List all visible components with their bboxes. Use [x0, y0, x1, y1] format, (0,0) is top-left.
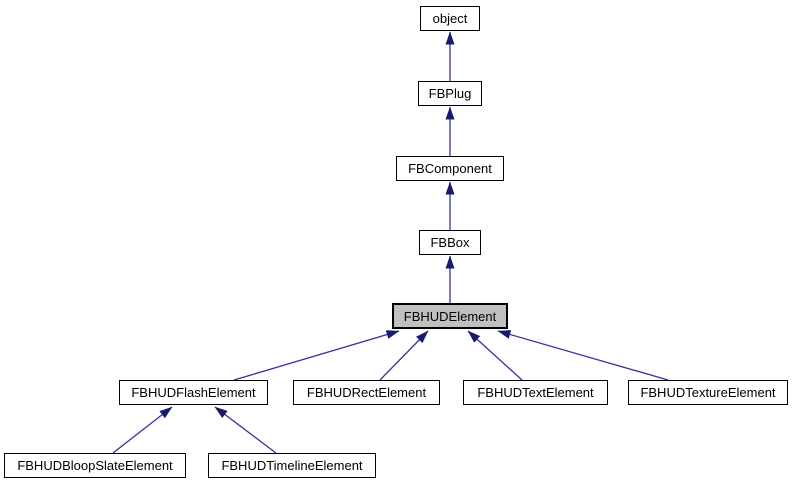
class-node-fbhudelement: FBHUDElement	[392, 303, 508, 329]
class-node-fbhudtextelement[interactable]: FBHUDTextElement	[463, 380, 608, 405]
inheritance-edge-fbhudflashelement-to-fbhudelement	[233, 330, 400, 381]
class-node-fbcomponent[interactable]: FBComponent	[396, 156, 504, 181]
inheritance-edge-fbhudbloopslateelement-to-fbhudflashelement	[112, 406, 173, 454]
inheritance-edge-fbhudtextelement-to-fbhudelement	[467, 330, 523, 381]
class-node-fbhudflashelement[interactable]: FBHUDFlashElement	[119, 380, 268, 405]
inheritance-edge-fbhudtextureelement-to-fbhudelement	[497, 330, 669, 381]
inheritance-edge-fbhudrectelement-to-fbhudelement	[379, 330, 429, 381]
class-node-fbhudbloopslateelement[interactable]: FBHUDBloopSlateElement	[4, 453, 186, 478]
class-node-fbhudrectelement[interactable]: FBHUDRectElement	[293, 380, 440, 405]
class-node-fbbox[interactable]: FBBox	[419, 230, 481, 255]
inheritance-edge-fbhudtimelineelement-to-fbhudflashelement	[214, 406, 277, 454]
class-node-fbhudtimelineelement[interactable]: FBHUDTimelineElement	[208, 453, 376, 478]
class-node-fbplug[interactable]: FBPlug	[418, 81, 482, 106]
class-node-fbhudtextureelement[interactable]: FBHUDTextureElement	[628, 380, 788, 405]
class-node-object[interactable]: object	[420, 6, 480, 31]
edge-group	[112, 31, 669, 454]
